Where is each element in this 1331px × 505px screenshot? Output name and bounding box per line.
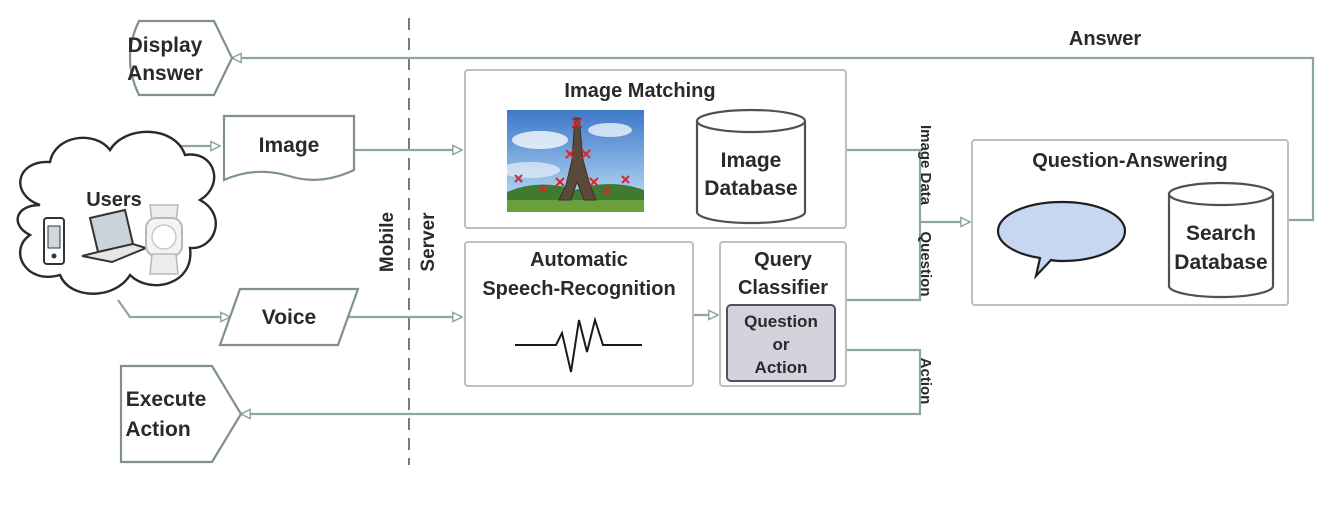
image-database-line2: Database <box>704 177 797 200</box>
speech-bubble-icon <box>996 200 1127 280</box>
eiffel-tower-photo <box>507 110 644 212</box>
query-classifier-line1: Query <box>754 249 813 271</box>
image-matching-box: Image Matching <box>464 69 847 229</box>
execute-action-line2: Action <box>125 418 190 441</box>
question-answering-title: Question-Answering <box>1032 150 1228 172</box>
mobile-label: Mobile <box>377 212 398 272</box>
smartwatch-icon <box>145 204 183 275</box>
asr-title-line2: Speech-Recognition <box>482 278 675 300</box>
search-database-cylinder: Search Database <box>1167 181 1275 299</box>
answer-edge <box>232 58 1315 222</box>
display-answer-line2: Answer <box>127 62 203 85</box>
image-database-cylinder: Image Database <box>695 108 807 225</box>
voice-input-node: Voice <box>218 287 360 347</box>
question-or-action-box <box>726 304 836 382</box>
image-data-edge <box>846 148 922 222</box>
answer-edge-label: Answer <box>1069 28 1141 50</box>
voice-input-label: Voice <box>262 306 316 329</box>
laptop-icon <box>81 208 149 264</box>
users-to-voice-edge <box>117 299 230 317</box>
question-answering-box: Question-Answering Search Database <box>971 139 1289 306</box>
display-answer-line1: Display <box>128 34 203 57</box>
action-edge <box>241 348 922 414</box>
asr-title-line1: Automatic <box>530 249 628 271</box>
image-matching-title: Image Matching <box>564 80 715 102</box>
speech-recognition-box: Automatic Speech-Recognition <box>464 241 694 387</box>
search-database-line2: Database <box>1174 251 1267 274</box>
users-label: Users <box>86 189 142 211</box>
classifier-question-text: Question <box>744 312 818 331</box>
action-edge-label: Action <box>917 358 934 405</box>
image-input-node: Image <box>222 114 356 182</box>
phone-icon <box>43 217 65 265</box>
classifier-or-text: or <box>773 335 790 354</box>
query-classifier-box: Query Classifier Question or Action <box>719 241 847 387</box>
image-data-edge-label: Image Data <box>917 125 934 206</box>
classifier-action-text: Action <box>755 358 808 377</box>
waveform-icon <box>515 316 642 373</box>
query-classifier-line2: Classifier <box>738 277 828 299</box>
image-database-line1: Image <box>721 149 782 172</box>
question-edge-label: Question <box>917 231 934 296</box>
display-answer-node: Display Answer <box>127 19 234 97</box>
image-input-label: Image <box>259 134 320 157</box>
users-node: Users <box>16 130 217 295</box>
question-edge <box>846 222 922 302</box>
search-database-line1: Search <box>1186 222 1256 245</box>
execute-action-line1: Execute <box>126 388 207 411</box>
execute-action-node: Execute Action <box>119 364 243 464</box>
server-label: Server <box>418 212 439 272</box>
